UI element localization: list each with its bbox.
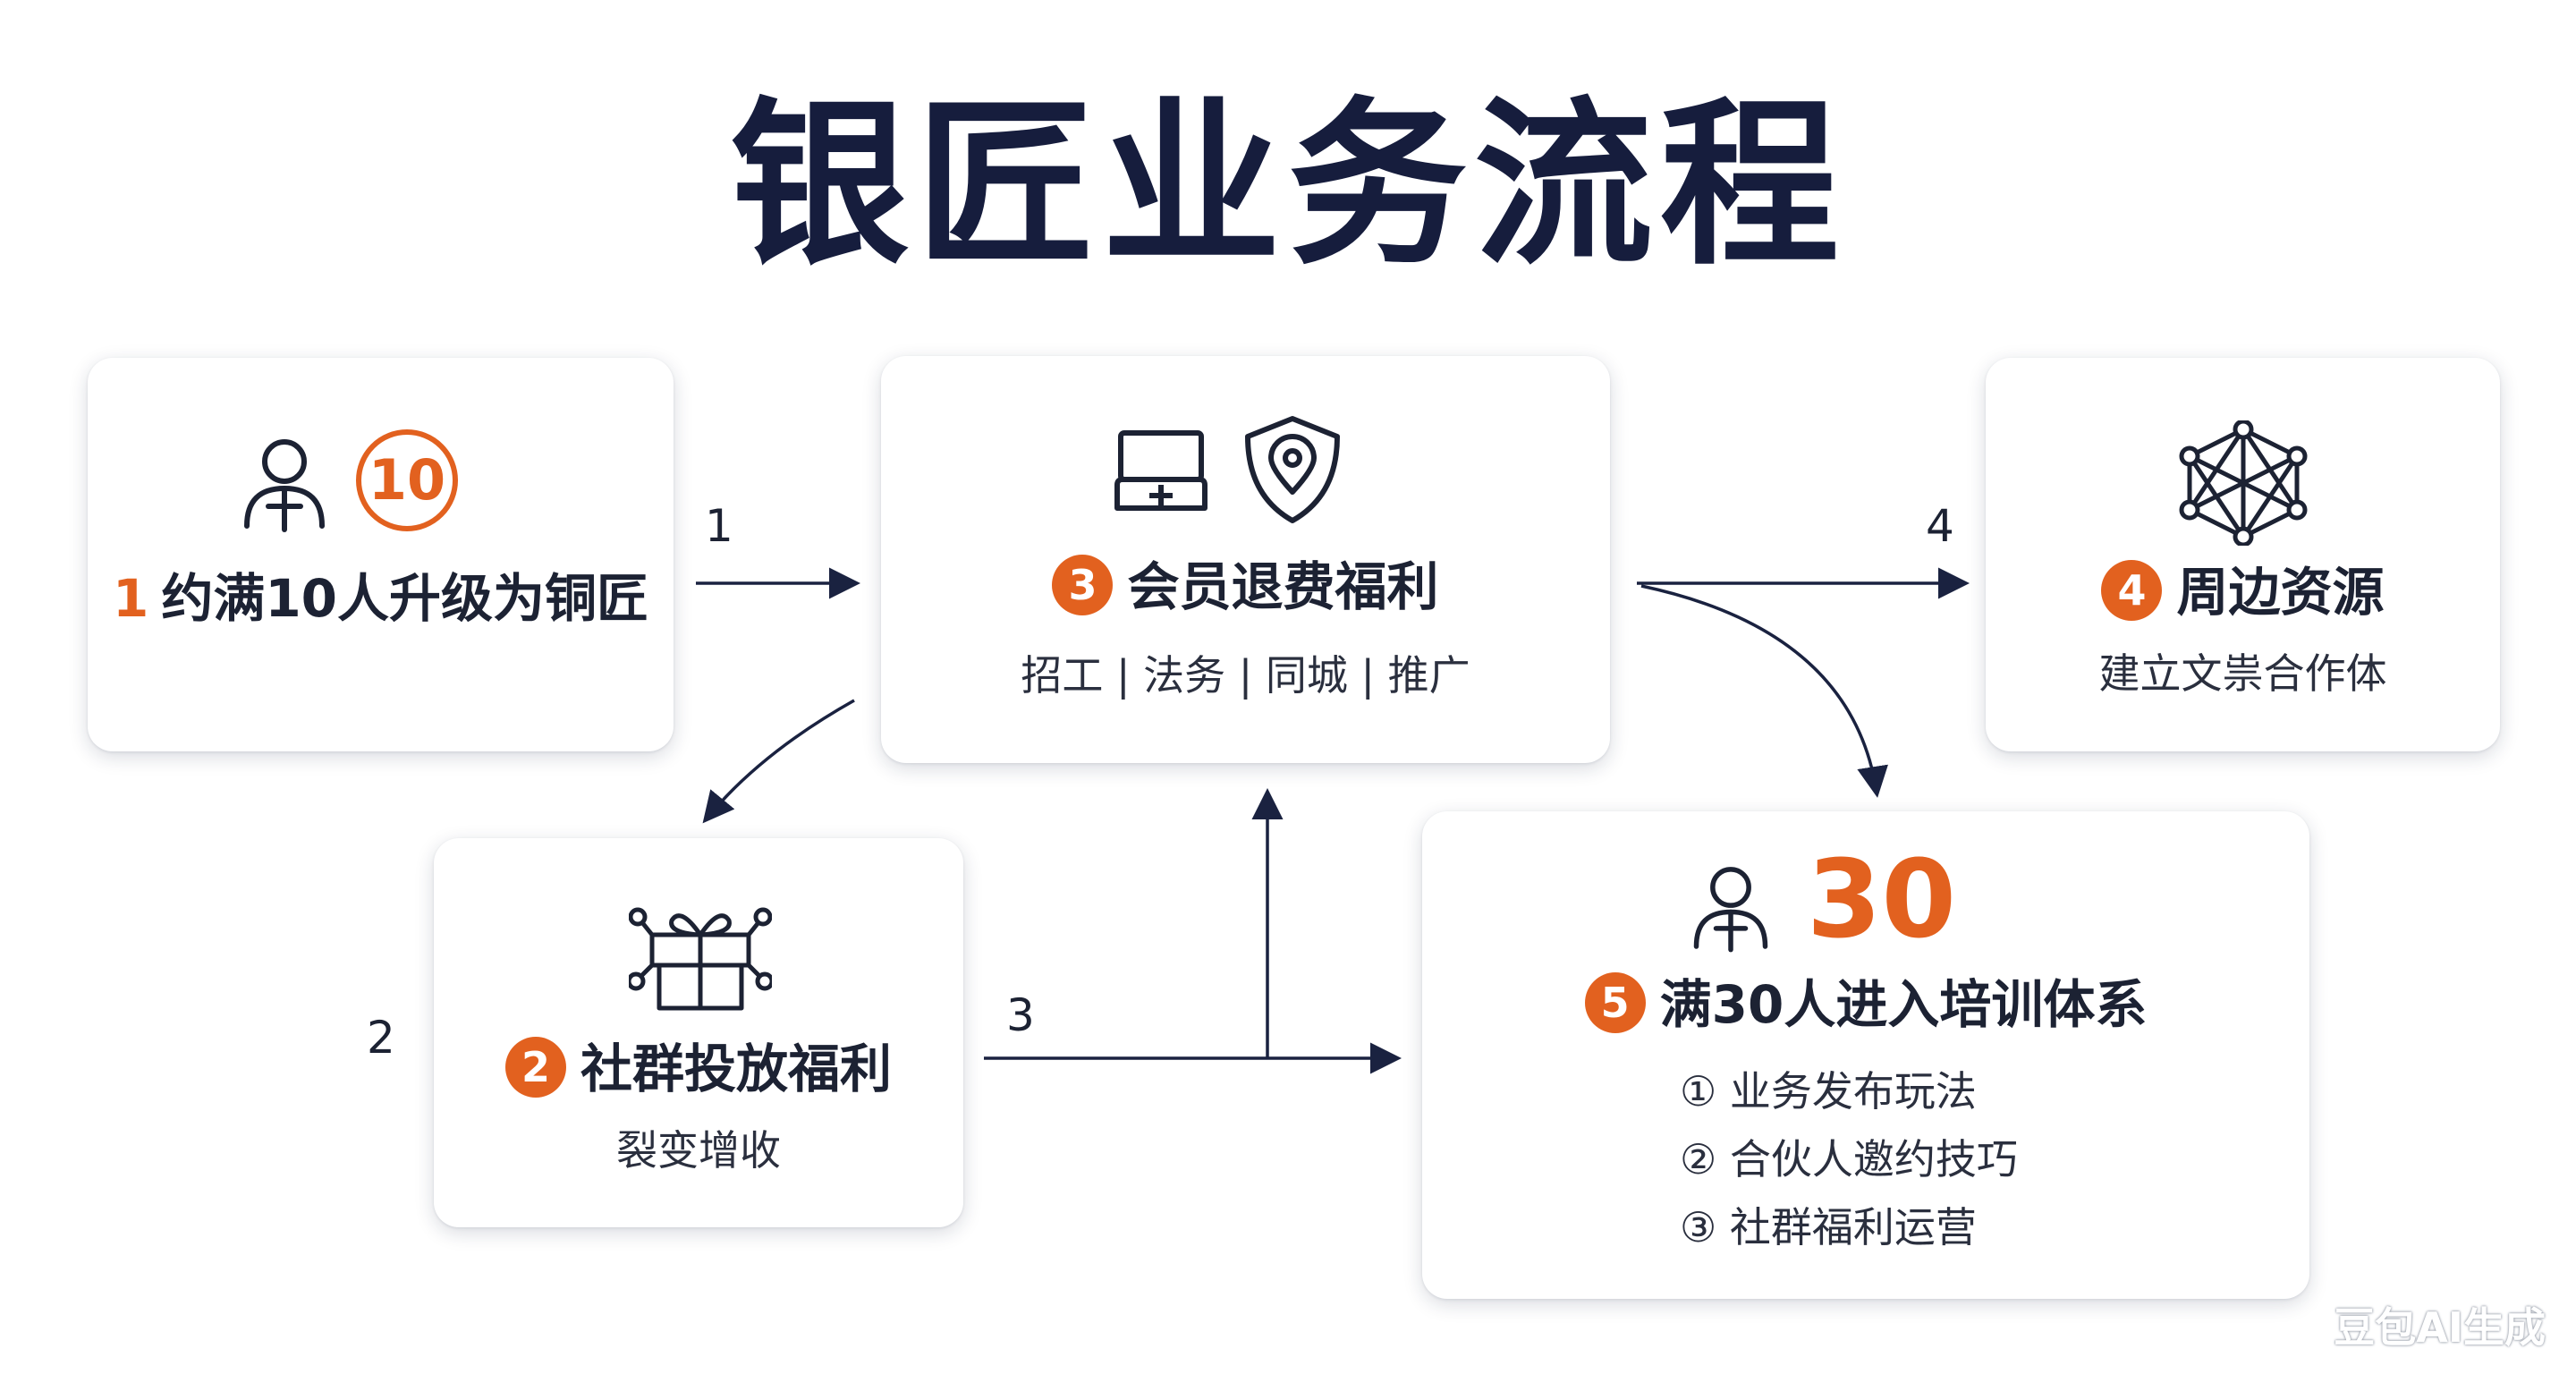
- edge-label-1: 1: [705, 500, 733, 552]
- person-icon: [1693, 867, 1768, 953]
- card-4-subtitle: 建立文祟合作体: [2098, 649, 2387, 698]
- gift-box-icon: [629, 907, 772, 1011]
- list-item: ③ 社群福利运营: [1680, 1203, 1977, 1251]
- card-5-title-text: 满30人进入培训体系: [1659, 974, 2148, 1036]
- card-2-number: 2: [504, 1037, 566, 1098]
- card-2-subtitle: 裂变增收: [616, 1126, 781, 1175]
- watermark: 豆包AI生成: [2334, 1303, 2546, 1352]
- card-4-number: 4: [2101, 560, 2163, 621]
- card-3-title-text: 会员退费福利: [1127, 556, 1439, 618]
- card-1-number: 1: [112, 568, 149, 629]
- list-item: ① 业务发布玩法: [1680, 1067, 1977, 1115]
- card-1-title-text: 约满10人升级为铜匠: [161, 568, 649, 629]
- network-icon: [2179, 420, 2308, 546]
- card-5-number: 5: [1584, 972, 1646, 1033]
- arrow-3-to-5: [1640, 584, 1888, 798]
- card-3-subtitle: 招工 | 法务 | 同城 | 推广: [1021, 651, 1470, 700]
- page-title: 银匠业务流程: [729, 81, 1846, 290]
- card-3-number: 3: [1052, 555, 1114, 615]
- shield-pin-icon: [1245, 416, 1340, 523]
- edge-label-2: 2: [367, 1012, 395, 1064]
- edge-label-4: 4: [1926, 500, 1954, 552]
- id-card-icon: [1114, 430, 1208, 511]
- card-4-title-text: 周边资源: [2176, 562, 2385, 623]
- edge-label-3: 3: [1006, 989, 1035, 1041]
- big-number-30: 30: [1807, 838, 1956, 963]
- arrow-3-to-2: [702, 699, 855, 824]
- card-2-title-text: 社群投放福利: [580, 1039, 892, 1100]
- list-item: ② 合伙人邀约技巧: [1680, 1135, 2018, 1183]
- badge-10-icon: 10: [356, 429, 458, 531]
- person-icon: [244, 439, 325, 532]
